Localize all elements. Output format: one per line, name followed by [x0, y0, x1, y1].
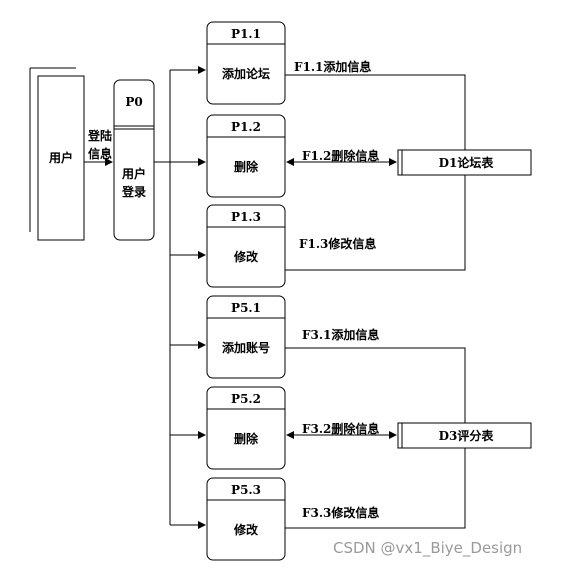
data-store-d1-label: D1论坛表 — [439, 155, 495, 170]
process-name: 删除 — [234, 159, 259, 174]
process-p0: P0 用户 登录 — [113, 79, 155, 241]
process-box — [206, 21, 286, 105]
process-p1-2: P1.2 删除 — [206, 114, 286, 198]
watermark: CSDN @vx1_Biye_Design — [333, 539, 522, 558]
process-id: P1.3 — [231, 210, 261, 224]
process-name: 添加论坛 — [222, 66, 270, 81]
flow-label-f3-3: F3.3修改信息 — [302, 505, 379, 520]
process-p5-1: P5.1 添加账号 — [206, 295, 286, 379]
flow-label-f1-1: F1.1添加信息 — [294, 59, 371, 74]
process-p0-id: P0 — [125, 95, 142, 109]
login-flow-label-line2: 信息 — [88, 146, 112, 161]
flows-d3 — [285, 347, 466, 529]
data-store-d1: D1论坛表 — [397, 149, 532, 176]
process-name: 修改 — [233, 522, 259, 537]
process-p1-3: P1.3 修改 — [206, 204, 286, 288]
process-id: P5.2 — [231, 392, 261, 406]
process-name: 删除 — [234, 431, 259, 446]
flow-label-f3-2: F3.2删除信息 — [302, 421, 379, 436]
process-p0-line2: 登录 — [121, 184, 146, 199]
external-entity-user: 用户 — [29, 67, 85, 241]
process-p0-line1: 用户 — [121, 166, 146, 181]
login-flow: 登陆 信息 — [84, 128, 113, 166]
process-p5-3: P5.3 修改 — [206, 477, 286, 561]
process-id: P1.1 — [231, 27, 261, 41]
process-p1-1: P1.1 添加论坛 — [206, 21, 286, 105]
data-store-d3: D3评分表 — [397, 422, 532, 449]
data-store-d3-label: D3评分表 — [439, 428, 495, 443]
process-id: P5.3 — [231, 483, 261, 497]
process-name: 修改 — [233, 249, 259, 264]
process-p5-2: P5.2 删除 — [206, 386, 286, 470]
external-entity-label: 用户 — [48, 150, 73, 165]
process-box — [206, 477, 286, 561]
process-box — [206, 386, 286, 470]
trunk-connector — [154, 66, 206, 529]
process-box — [206, 114, 286, 198]
flow-label-f1-2: F1.2删除信息 — [302, 148, 379, 163]
process-box — [206, 204, 286, 288]
flow-label-f3-1: F3.1添加信息 — [302, 327, 379, 342]
sub-processes: P1.1 添加论坛 P1.2 删除 P1.3 修改 P5.1 添加账号 P5.2 删除 P5.3 修改 — [206, 21, 286, 561]
flow-label-f1-3: F1.3修改信息 — [299, 236, 376, 251]
login-flow-label-line1: 登陆 — [87, 128, 112, 143]
process-id: P1.2 — [231, 120, 261, 134]
process-id: P5.1 — [231, 301, 261, 315]
flows-d1 — [285, 74, 466, 271]
process-name: 添加账号 — [222, 340, 270, 355]
process-box — [206, 295, 286, 379]
